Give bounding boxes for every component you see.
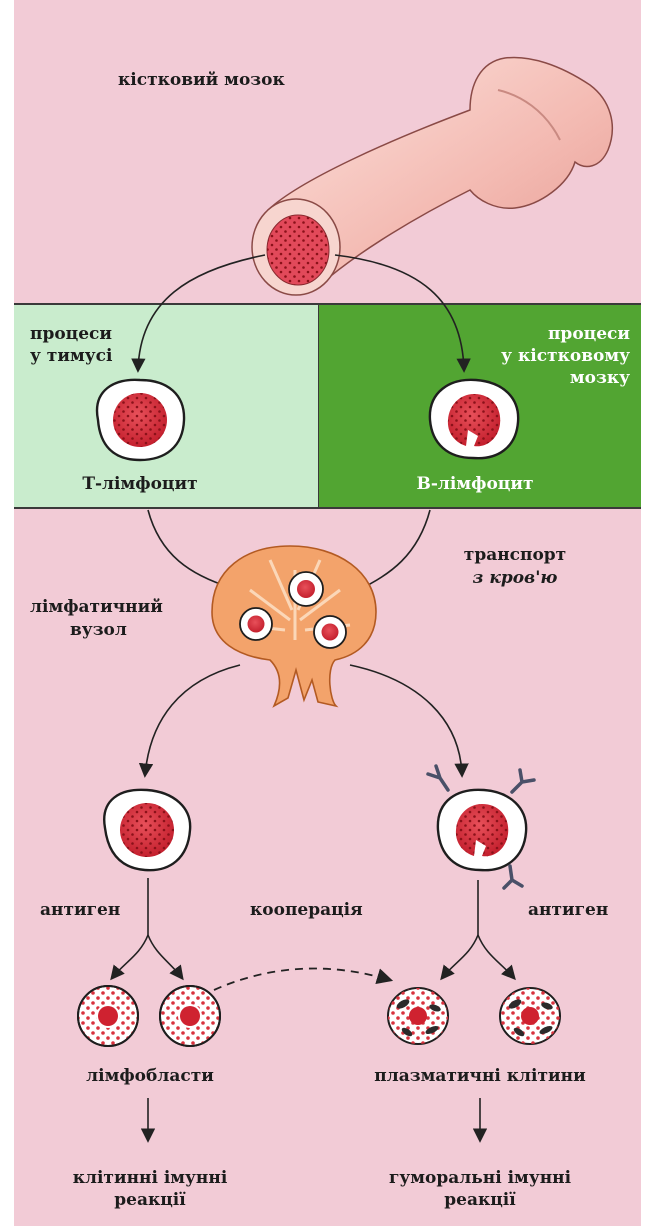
plasma-cell-1 bbox=[388, 988, 448, 1044]
label-bone-marrow: кістковий мозок bbox=[118, 70, 285, 91]
label-antigen-left: антиген bbox=[40, 900, 120, 921]
plasma-cell-2 bbox=[500, 988, 560, 1044]
b-cell-with-antibodies bbox=[428, 766, 534, 888]
label-humoral-reactions-line1: гуморальні імунні bbox=[360, 1168, 600, 1189]
label-t-lymphocyte: Т-лімфоцит bbox=[60, 474, 220, 495]
label-transport-line2: з кров'ю bbox=[440, 568, 590, 589]
label-plasma-cells: плазматичні клітини bbox=[360, 1066, 600, 1087]
label-lymphoblasts: лімфобласти bbox=[60, 1066, 240, 1087]
label-thymus-processes-line2: у тимусі bbox=[30, 346, 112, 367]
label-marrow-processes-line1: процеси bbox=[430, 324, 630, 345]
b-lymphocyte-cell bbox=[430, 380, 518, 458]
label-cell-reactions-line2: реакції bbox=[40, 1190, 260, 1211]
label-cell-reactions-line1: клітинні імунні bbox=[40, 1168, 260, 1189]
t-effector-cell bbox=[104, 790, 190, 870]
label-b-lymphocyte: В-лімфоцит bbox=[395, 474, 555, 495]
t-lymphocyte-cell bbox=[97, 380, 184, 460]
label-marrow-processes-line3: мозку bbox=[430, 368, 630, 389]
label-transport-line1: транспорт bbox=[440, 545, 590, 566]
label-marrow-processes-line2: у кістковому bbox=[430, 346, 630, 367]
label-lymph-node-line1: лімфатичний bbox=[30, 597, 163, 618]
label-thymus-processes-line1: процеси bbox=[30, 324, 112, 345]
label-cooperation: кооперація bbox=[250, 900, 363, 921]
lymph-node-illustration bbox=[212, 546, 376, 706]
label-humoral-reactions-line2: реакції bbox=[360, 1190, 600, 1211]
lymphoblast-cell-1 bbox=[78, 986, 138, 1046]
bone-illustration bbox=[252, 57, 612, 295]
label-lymph-node-line2: вузол bbox=[70, 620, 127, 641]
lymphoblast-cell-2 bbox=[160, 986, 220, 1046]
label-antigen-right: антиген bbox=[528, 900, 608, 921]
